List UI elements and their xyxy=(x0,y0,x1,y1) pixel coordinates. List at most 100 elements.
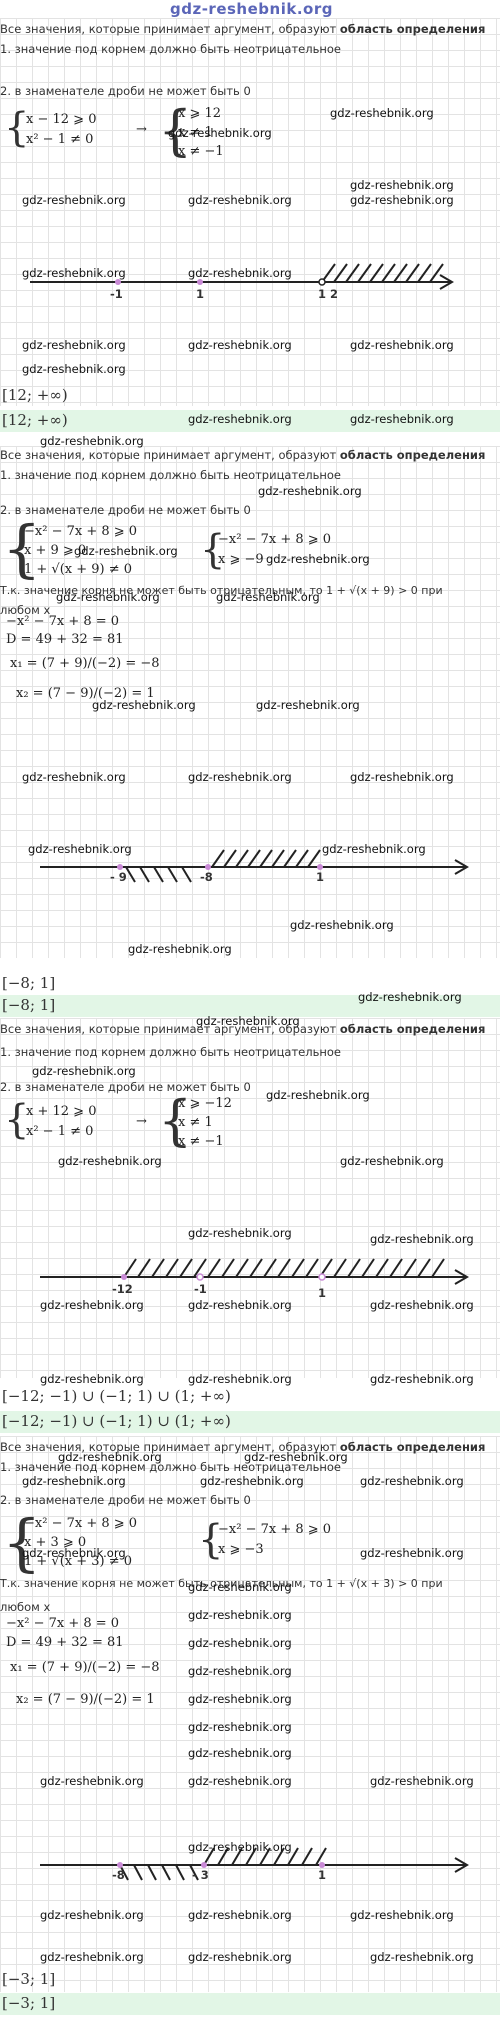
watermark: gdz-reshebnik.org xyxy=(360,1474,464,1488)
condition-1: 1. значение под корнем должно быть неотр… xyxy=(0,42,341,56)
left-brace: { xyxy=(4,1097,30,1143)
system-line: x + 12 ⩾ 0 xyxy=(26,1104,97,1119)
watermark: gdz-reshebnik.org xyxy=(188,1226,292,1240)
intro-text: Все значения, которые принимает аргумент… xyxy=(0,1022,486,1036)
watermark: gdz-reshebnik.org xyxy=(188,1664,292,1678)
watermark: gdz-reshebnik.org xyxy=(258,484,362,498)
watermark: gdz-reshebnik.org xyxy=(22,1546,126,1560)
axis-label: -12 xyxy=(112,1282,133,1296)
watermark: gdz-reshebnik.org xyxy=(216,590,320,604)
axis-label: 1 xyxy=(318,1286,327,1300)
left-brace: { xyxy=(4,105,30,151)
point xyxy=(115,279,121,285)
watermark: gdz-reshebnik.org xyxy=(22,770,126,784)
system-line: x + 9 ⩾ 0 xyxy=(24,543,87,558)
watermark: gdz-reshebnik.org xyxy=(256,698,360,712)
watermark: gdz-reshebnik.org xyxy=(350,1908,454,1922)
answer-box xyxy=(0,1411,500,1433)
watermark: gdz-reshebnik.org xyxy=(244,1450,348,1464)
answer-value: [−8; 1] xyxy=(2,996,56,1014)
watermark: gdz-reshebnik.org xyxy=(266,552,370,566)
condition-2: 2. в знаменателе дроби не может быть 0 xyxy=(0,84,251,98)
note-text: Т.к. значение корня не может быть отрица… xyxy=(0,1577,443,1590)
point xyxy=(121,1274,127,1280)
watermark: gdz-reshebnik.org xyxy=(330,106,434,120)
watermark: gdz-reshebnik.org xyxy=(196,1014,300,1028)
system-line: −x² − 7x + 8 ⩾ 0 xyxy=(218,532,332,547)
condition-2: 2. в знаменателе дроби не может быть 0 xyxy=(0,1080,251,1094)
system-line: x ≠ 1 xyxy=(178,125,213,140)
system-line: x ⩾ −3 xyxy=(218,1542,264,1557)
axis-arrow xyxy=(439,274,454,290)
point xyxy=(318,278,326,286)
grid-background xyxy=(0,1436,500,1992)
left-brace: { xyxy=(2,1506,42,1579)
condition-1: 1. значение под корнем должно быть неотр… xyxy=(0,468,341,482)
system-line: x ≠ −1 xyxy=(178,1134,224,1149)
watermark: gdz-reshebnik.org xyxy=(188,1908,292,1922)
axis-arrow xyxy=(454,1857,469,1873)
calc-line: −x² − 7x + 8 = 0 xyxy=(6,614,120,629)
calc-line: x₂ = (7 − 9)/(−2) = 1 xyxy=(16,1692,155,1707)
watermark: gdz-reshebnik.org xyxy=(370,1774,474,1788)
watermark: gdz-reshebnik.org xyxy=(188,1298,292,1312)
watermark: gdz-reshebnik.org xyxy=(358,990,462,1004)
site-title[interactable]: gdz-reshebnik.org xyxy=(170,0,333,18)
watermark: gdz-reshebnik.org xyxy=(56,590,160,604)
axis-label: 1 xyxy=(318,1868,327,1882)
answer-text: [−8; 1] xyxy=(2,974,56,992)
watermark: gdz-reshebnik.org xyxy=(22,338,126,352)
watermark: gdz-reshebnik.org xyxy=(188,193,292,207)
hatching xyxy=(125,849,321,883)
arrow: → xyxy=(136,122,147,137)
watermark: gdz-reshebnik.org xyxy=(22,266,126,280)
hatching xyxy=(123,1258,445,1278)
axis-arrow xyxy=(454,859,469,875)
point xyxy=(319,1862,325,1868)
watermark: gdz-reshebnik.org xyxy=(22,1474,126,1488)
watermark: gdz-reshebnik.org xyxy=(188,1950,292,1964)
watermark: gdz-reshebnik.org xyxy=(188,338,292,352)
point xyxy=(196,1273,204,1281)
watermark: gdz-reshebnik.org xyxy=(340,1154,444,1168)
note-text: Т.к. значение корня не может быть отрица… xyxy=(0,584,443,597)
axis-label: - 9 xyxy=(110,870,127,884)
watermark: gdz-reshebnik.org xyxy=(40,1950,144,1964)
watermark: gdz-reshebnik.org xyxy=(58,1154,162,1168)
calc-line: x₁ = (7 + 9)/(−2) = −8 xyxy=(10,1660,160,1675)
watermark: gdz-reshebnik.org xyxy=(200,1474,304,1488)
calc-line: D = 49 + 32 = 81 xyxy=(6,632,124,647)
watermark: gdz-reshebnik.org xyxy=(32,1064,136,1078)
axis-label: -1 xyxy=(110,287,123,301)
hatching xyxy=(321,263,444,283)
point xyxy=(317,864,323,870)
axis-label: 1 2 xyxy=(318,287,339,301)
system-line: 1 + √(x + 3) ≠ 0 xyxy=(24,1554,133,1569)
note-text: любом x xyxy=(0,603,51,617)
system-line: x − 12 ⩾ 0 xyxy=(26,112,97,127)
watermark: gdz-reshebnik.org xyxy=(360,1546,464,1560)
system-line: x ≠ 1 xyxy=(178,1115,213,1130)
watermark: gdz-reshebnik.org xyxy=(370,1372,474,1386)
answer-text: [−3; 1] xyxy=(2,1970,56,1988)
grid-background xyxy=(0,18,500,406)
watermark: gdz-reshebnik.org xyxy=(188,1636,292,1650)
watermark: gdz-reshebnik.org xyxy=(188,1774,292,1788)
system-line: x² − 1 ≠ 0 xyxy=(26,132,94,147)
watermark: gdz-reshebnik.org xyxy=(40,1908,144,1922)
system-line: 1 + √(x + 9) ≠ 0 xyxy=(24,562,133,577)
watermark: gdz-reshebnik.org xyxy=(22,362,126,376)
watermark: gdz-reshebnik.org xyxy=(350,338,454,352)
point xyxy=(197,279,203,285)
system-line: −x² − 7x + 8 ⩾ 0 xyxy=(24,1516,138,1531)
system-line: −x² − 7x + 8 ⩾ 0 xyxy=(24,524,138,539)
intro-text: Все значения, которые принимает аргумент… xyxy=(0,22,486,36)
right-brace: { xyxy=(158,99,193,162)
system-line: x + 3 ⩾ 0 xyxy=(24,1535,87,1550)
system-line: x ⩾ −9 xyxy=(218,552,264,567)
calc-line: x₁ = (7 + 9)/(−2) = −8 xyxy=(10,656,160,671)
watermark: gdz-reshebnik.org xyxy=(40,1372,144,1386)
condition-1: 1. значение под корнем должно быть неотр… xyxy=(0,1460,341,1474)
answer-value: [−12; −1) ∪ (−1; 1) ∪ (1; +∞) xyxy=(2,1412,231,1430)
right-brace: { xyxy=(200,527,226,573)
